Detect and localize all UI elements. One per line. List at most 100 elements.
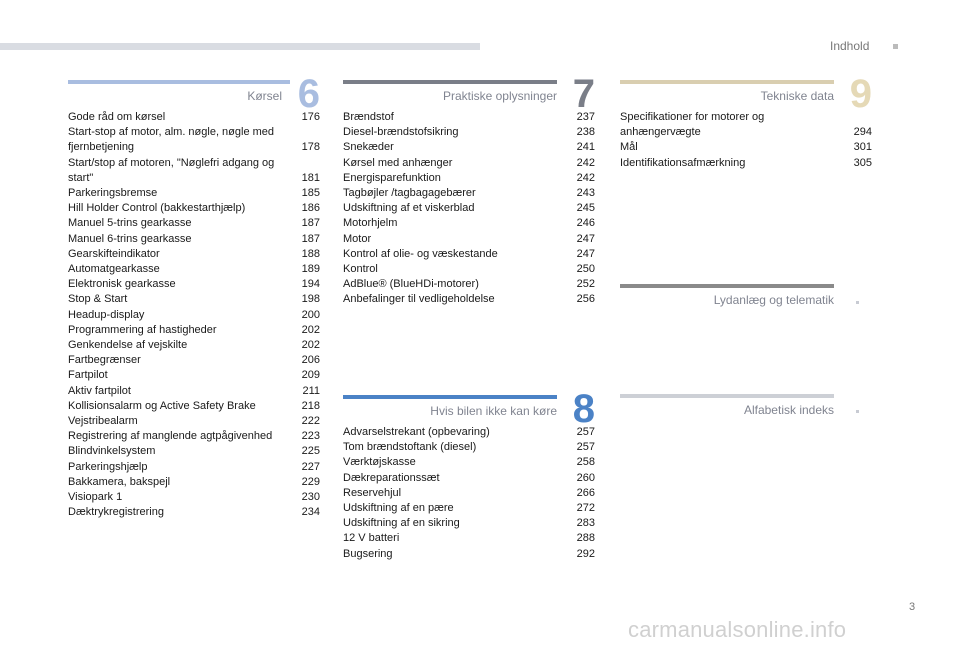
toc-entry-title: Anbefalinger til vedligeholdelse [343,293,495,306]
toc-entry-title: Visiopark 1 [68,491,123,504]
toc-entry-title: Manuel 5-trins gearkasse [68,217,192,230]
toc-entry[interactable]: Start/stop af motoren, "Nøglefri adgang … [68,156,320,186]
section-number: 8 [572,387,595,431]
toc-entry[interactable]: Tom brændstoftank (diesel)257 [343,440,595,455]
toc-entry-page: 283 [576,517,595,530]
toc-entry-title: Registrering af manglende agtpågivenhed [68,430,273,443]
toc-list: Specifikationer for motorer og anhængerv… [620,110,872,171]
toc-entry[interactable]: Udskiftning af en sikring 283 [343,516,595,531]
section-marker-dot [856,301,859,304]
toc-entry-page: 188 [301,247,320,260]
toc-entry-page: 218 [301,399,320,412]
toc-entry[interactable]: AdBlue® (BlueHDi-motorer) 252 [343,277,595,292]
section-number: 6 [297,72,320,116]
toc-entry[interactable]: Motorhjelm 246 [343,216,595,231]
toc-entry[interactable]: Visiopark 1 230 [68,490,320,505]
toc-entry-page: 211 [302,384,320,397]
section-bar [620,80,834,84]
toc-entry-page: 246 [576,217,595,230]
toc-entry[interactable]: Udskiftning af en pære 272 [343,501,595,516]
toc-entry-title: Kontrol af olie- og væskestande [343,247,498,260]
toc-entry-page: 250 [576,263,595,276]
header-nav[interactable]: Indhold [830,39,899,53]
section-bar [68,80,290,84]
toc-entry-title: AdBlue® (BlueHDi-motorer) [343,278,479,291]
toc-entry[interactable]: Start-stop af motor, alm. nøgle, nøgle m… [68,125,320,155]
toc-entry-page: 200 [301,308,320,321]
toc-entry-title: Udskiftning af en sikring [343,517,460,530]
toc-entry-title: Aktiv fartpilot [68,384,131,397]
toc-entry-page: 242 [576,171,595,184]
toc-entry[interactable]: Hill Holder Control (bakkestarthjælp)186 [68,201,320,216]
toc-entry-page: 272 [576,502,595,515]
nav-label[interactable]: Indhold [830,39,870,53]
toc-entry[interactable]: Tagbøjler /tagbagagebærer 243 [343,186,595,201]
toc-entry-page: 257 [576,426,595,438]
toc-entry-page: 194 [301,278,320,291]
toc-entry-title: Parkeringsbremse [68,187,158,200]
toc-entry-page: 252 [576,278,595,291]
toc-entry-page: 257 [576,441,595,454]
toc-entry-page: 230 [301,491,320,504]
toc-entry-title: Start-stop af motor, alm. nøgle, nøgle m… [68,126,275,154]
toc-entry-page: 181 [301,171,320,184]
toc-entry-page: 227 [301,460,320,473]
toc-entry-title: Mål [620,141,638,154]
toc-entry-page: 187 [301,232,320,245]
toc-entry[interactable]: Specifikationer for motorer og anhængerv… [620,110,872,140]
toc-entry-page: 223 [301,430,320,443]
toc-entry-title: Vejstribealarm [68,415,138,428]
toc-entry-title: Værktøjskasse [343,456,416,469]
toc-entry-page: 305 [853,156,872,169]
toc-entry-title: Gode råd om kørsel [68,111,166,123]
top-divider-bar [0,43,480,50]
toc-entry-title: Udskiftning af en pære [343,502,454,515]
toc-entry-title: Motorhjelm [343,217,398,230]
section-bar [343,80,557,84]
toc-entry-page: 288 [576,532,595,545]
toc-entry-page: 243 [576,187,595,200]
toc-entry[interactable]: Advarselstrekant (opbevaring)257 [343,425,595,440]
page-number: 3 [909,601,916,613]
toc-entry[interactable]: Aktiv fartpilot 211 [68,384,320,399]
toc-entry-title: Tagbøjler /tagbagagebærer [343,187,476,200]
toc-entry[interactable]: Registrering af manglende agtpågivenhed 2… [68,429,320,444]
